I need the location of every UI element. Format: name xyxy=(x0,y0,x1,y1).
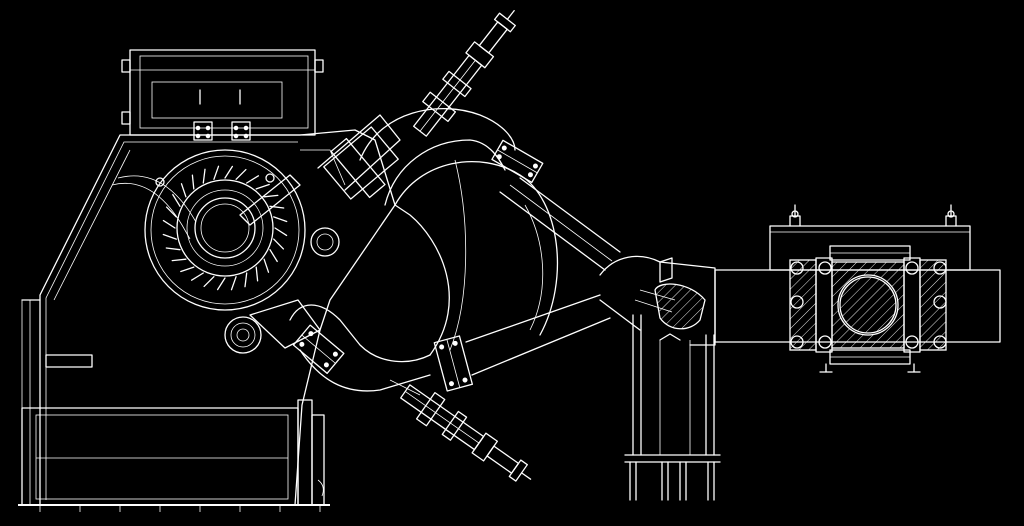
rotor-tooth xyxy=(273,238,285,250)
lower-actuator xyxy=(400,384,532,482)
rotor-tooth xyxy=(171,258,187,262)
rotor-tooth xyxy=(190,272,204,281)
crusher-housing xyxy=(18,129,396,512)
rotor-tooth xyxy=(216,277,226,291)
rotor-tooth xyxy=(202,168,206,184)
outlet-duct xyxy=(599,204,1001,346)
support-stand xyxy=(624,314,721,501)
feed-hopper xyxy=(121,49,324,141)
rotor-tooth xyxy=(263,194,279,198)
rotor-tooth xyxy=(224,165,234,179)
rotor-tooth xyxy=(162,233,177,240)
upper-actuator xyxy=(413,10,516,137)
rotor-tooth xyxy=(255,183,270,190)
rotor-tooth xyxy=(203,276,215,288)
rotor-tooth xyxy=(180,183,187,198)
rotor-tooth xyxy=(165,206,177,218)
cyclone-chamber xyxy=(394,159,558,356)
rotor-tooth xyxy=(273,216,288,223)
lower-pipe xyxy=(249,294,611,396)
rotor-tooth xyxy=(263,258,270,273)
rotor-tooth xyxy=(255,266,259,282)
rotor-tooth xyxy=(269,205,285,209)
rotor-tooth xyxy=(191,174,195,190)
rotor xyxy=(144,149,340,354)
rotor-tooth xyxy=(235,168,247,180)
rotor-tooth xyxy=(162,219,176,229)
rotor-tooth xyxy=(244,272,248,288)
valve-assembly xyxy=(789,245,947,373)
rotor-tooth xyxy=(274,227,288,237)
rotor-tooth xyxy=(172,193,181,207)
rotor-tooth xyxy=(230,276,237,291)
rotor-tooth xyxy=(269,249,278,263)
rotor-tooth xyxy=(180,266,195,273)
rotor-tooth xyxy=(213,165,220,180)
rotor-tooth xyxy=(246,175,260,184)
rotor-tooth xyxy=(165,247,181,251)
upper-elbow-pipe xyxy=(317,108,621,271)
